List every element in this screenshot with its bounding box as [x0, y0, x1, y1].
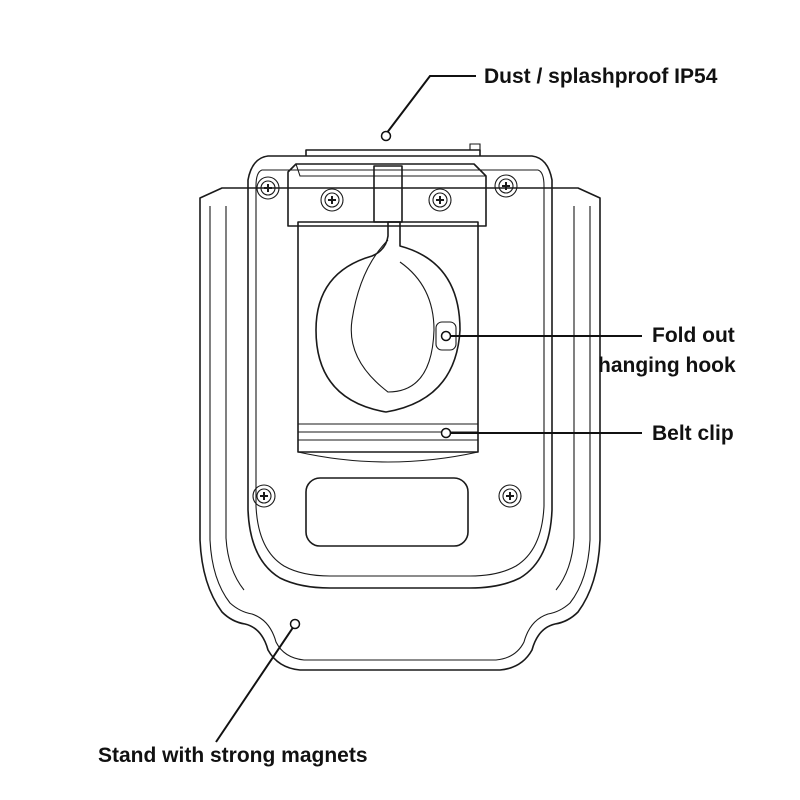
cross-head-screw-icon — [256, 176, 280, 200]
cross-head-screw-icon — [428, 188, 452, 212]
callout-stand-label: Stand with strong magnets — [98, 744, 368, 767]
cross-head-screw-icon — [498, 484, 522, 508]
callout-dust-label: Dust / splashproof IP54 — [484, 65, 718, 88]
cross-head-screw-icon — [252, 484, 276, 508]
cross-head-screw-icon — [494, 174, 518, 198]
callout-hook-label-line2: hanging hook — [598, 354, 736, 377]
callout-stand: Stand with strong magnets — [98, 618, 368, 767]
label-recess — [305, 477, 469, 547]
hanging-hook[interactable] — [315, 165, 461, 413]
callout-clip-label: Belt clip — [652, 422, 734, 445]
callout-hook: Fold out hanging hook — [440, 324, 736, 377]
callout-dust: Dust / splashproof IP54 — [380, 65, 718, 142]
cross-head-screw-icon — [320, 188, 344, 212]
top-bracket — [287, 163, 487, 227]
callout-clip: Belt clip — [440, 422, 734, 445]
magnetic-stand — [199, 187, 601, 671]
main-body — [247, 143, 553, 589]
hook-panel — [297, 221, 479, 463]
callout-hook-label-line1: Fold out — [652, 324, 735, 347]
screws — [252, 174, 522, 508]
